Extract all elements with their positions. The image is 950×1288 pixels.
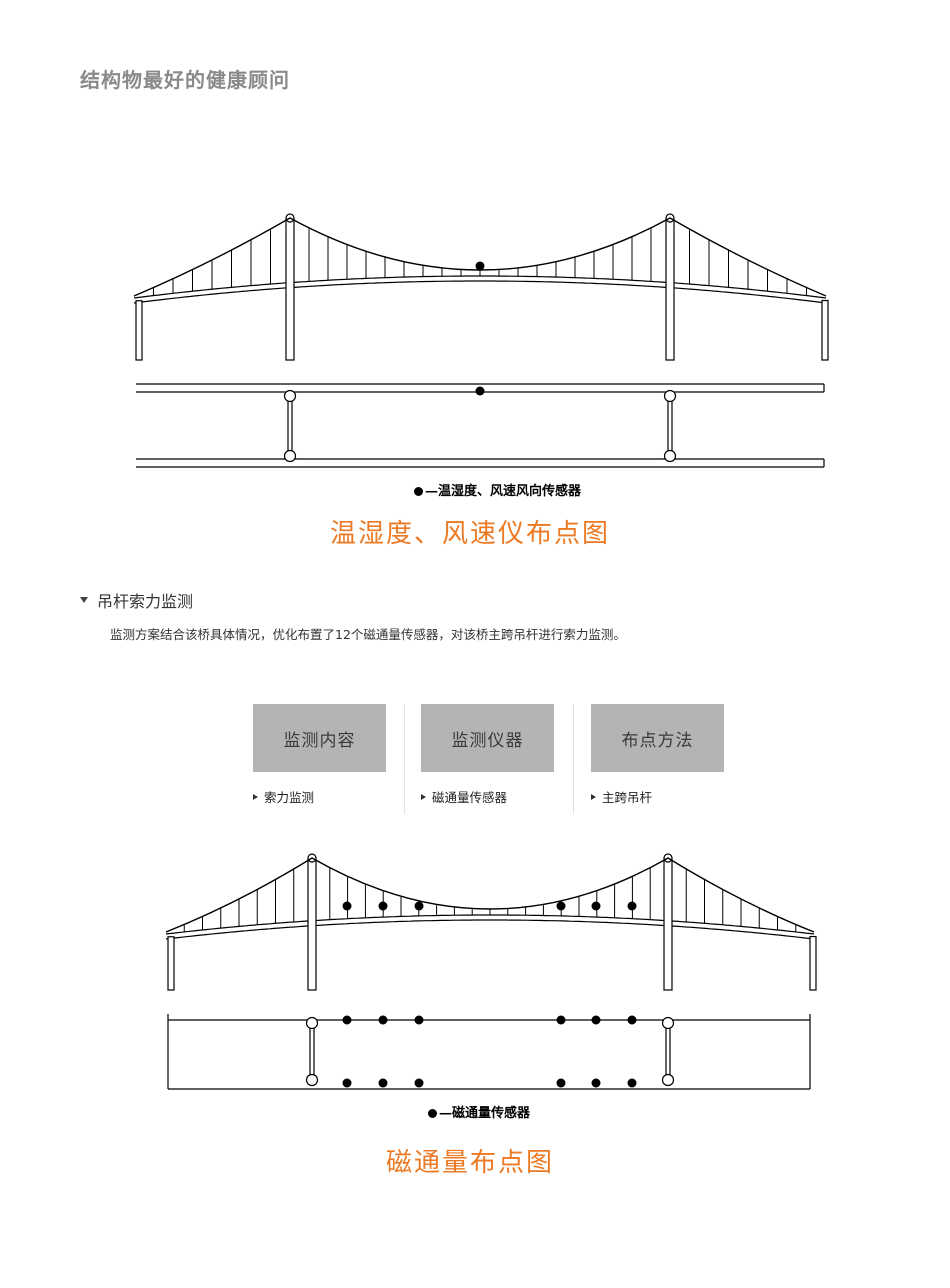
- sensor-legend-label: —磁通量传感器: [439, 1106, 531, 1121]
- sensor-dot: [591, 1078, 601, 1088]
- sensor-dot: [556, 901, 566, 911]
- card-monitor-content-item: 索力监测: [253, 787, 314, 806]
- page-header-title: 结构物最好的健康顾问: [80, 68, 290, 92]
- plan-tower-node: [305, 1073, 319, 1087]
- end-pier: [135, 300, 143, 361]
- main-cable: [165, 857, 815, 933]
- sensor-dot: [556, 1015, 566, 1025]
- sensor-dot: [342, 901, 352, 911]
- bridge-elevation-2: [165, 853, 817, 991]
- bridge-plan-2: [167, 1014, 811, 1090]
- sensor-dot: [556, 1078, 566, 1088]
- sensor-dot: [414, 1078, 424, 1088]
- deck-top-line: [133, 275, 827, 299]
- section-heading-label: 吊杆索力监测: [97, 592, 194, 611]
- sensor-legend-label: —温湿度、风速风向传感器: [425, 484, 582, 499]
- section-description: 监测方案结合该桥具体情况，优化布置了12个磁通量传感器，对该桥主跨吊杆进行索力监…: [110, 627, 626, 642]
- end-pier: [809, 935, 817, 991]
- triangle-down-icon: [80, 597, 88, 603]
- plan-tower-node: [283, 389, 297, 403]
- caret-right-icon: [591, 793, 596, 800]
- sensor-legend-2: —磁通量传感器: [428, 1102, 530, 1121]
- sensor-dot: [342, 1078, 352, 1088]
- sensor-dot: [591, 901, 601, 911]
- deck-top-line: [165, 914, 815, 935]
- plan-tower-node: [663, 449, 677, 463]
- section-heading: 吊杆索力监测: [80, 588, 193, 612]
- bridge-elevation-1: [133, 213, 829, 361]
- sensor-dot-icon: [428, 1109, 437, 1118]
- sensor-dot: [378, 1015, 388, 1025]
- tower: [663, 857, 673, 991]
- sensor-legend-1: —温湿度、风速风向传感器: [414, 480, 581, 499]
- deck-bottom-line: [165, 919, 815, 940]
- plan-tower-node: [661, 1073, 675, 1087]
- sensor-dot: [475, 386, 485, 396]
- card-monitor-content: 监测内容: [253, 704, 386, 772]
- card-item-label: 主跨吊杆: [602, 790, 653, 805]
- sensor-dot: [342, 1015, 352, 1025]
- figure-caption-2: 磁通量布点图: [385, 1148, 555, 1178]
- card-monitor-instrument: 监测仪器: [421, 704, 554, 772]
- tower: [285, 217, 295, 361]
- divider: [573, 704, 574, 814]
- figure-caption-1: 温湿度、风速仪布点图: [329, 519, 611, 549]
- card-layout-method-item: 主跨吊杆: [591, 787, 652, 806]
- sensor-dot: [627, 901, 637, 911]
- card-item-label: 磁通量传感器: [432, 790, 508, 805]
- sensor-dot: [591, 1015, 601, 1025]
- plan-tower-node: [663, 389, 677, 403]
- sensor-dot: [627, 1078, 637, 1088]
- tower: [665, 217, 675, 361]
- card-layout-method: 布点方法: [591, 704, 724, 772]
- divider: [404, 704, 405, 814]
- card-monitor-instrument-item: 磁通量传感器: [421, 787, 507, 806]
- sensor-dot: [414, 1015, 424, 1025]
- plan-tower-node: [661, 1016, 675, 1030]
- end-pier: [167, 936, 175, 991]
- plan-tower-node: [283, 449, 297, 463]
- sensor-dot: [378, 1078, 388, 1088]
- bridge-plan-1: [136, 383, 825, 468]
- sensor-dot: [475, 261, 485, 271]
- card-item-label: 索力监测: [264, 790, 315, 805]
- deck-bottom-line: [133, 280, 827, 304]
- sensor-dot: [414, 901, 424, 911]
- plan-tower-node: [305, 1016, 319, 1030]
- tower: [307, 857, 317, 991]
- end-pier: [821, 299, 829, 361]
- sensor-dot-icon: [414, 487, 423, 496]
- caret-right-icon: [421, 793, 426, 800]
- main-cable: [133, 217, 827, 297]
- sensor-dot: [378, 901, 388, 911]
- caret-right-icon: [253, 793, 258, 800]
- sensor-dot: [627, 1015, 637, 1025]
